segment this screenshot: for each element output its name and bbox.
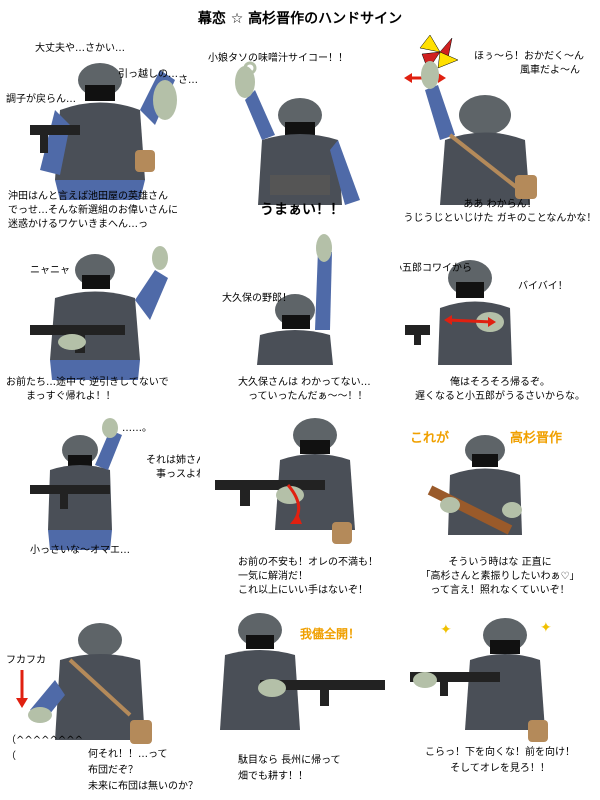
caption-line: 迷惑かけるワケいきまへん…っ [8,219,148,230]
caption-line: 俺はそろそろ帰るぞ。 [450,377,550,388]
soldier-figure [30,63,177,200]
speech-text: 大久保の野郎！ [222,293,292,304]
caption-line: 小っさいな～オマエ… [30,545,130,556]
panel-12: ✦ ✦ こらっ！下を向くな！前を向け！ そしてオレを見ろ！！ [400,600,600,800]
soldier-figure [257,234,333,365]
caption-line: そういう時はな 正直に [448,557,552,568]
soldier-figure [410,618,548,742]
speech-text: ほぅ～ら！おかだく～ん [474,51,584,62]
panel-9: これが 高杉晋作 そういう時はな 正直に 「高杉さんと素振りしたいわぁ♡」 って… [400,410,600,610]
caption-line: 畑でも耕す！！ [238,771,308,782]
highlight-text: これが [410,431,450,446]
soldier-figure [427,435,522,535]
speech-text: ……。 [122,423,152,434]
caption-line: 大久保さんは わかってない… [238,377,371,388]
panel-7: ……。 それは姉さんの 事っスよね？ 小っさいな～オマエ… [0,410,200,610]
caption-line: 一気に解消だ！ [238,571,308,582]
caption-line: 未来に布団は無いのか？ [88,781,198,792]
caption-line: まっすぐ帰れよ！！ [26,391,116,402]
caption-line: 布団だぞ？ [88,765,138,776]
caption-line: 遅くなると小五郎がうるさいからな。 [415,391,585,402]
panel-8: お前の不安も！オレの不満も！ 一気に解消だ！ これ以上にいい手はないぞ！ [200,410,400,610]
caption-line: お前の不安も！オレの不満も！ [238,557,378,568]
soldier-figure [16,623,152,744]
panel-10: フカフカ （^^^^^^^^ （ 何それ！！…って 布団だぞ？ 未来に布団は無い… [0,600,200,800]
speech-text: 風車だよ～ん [520,65,580,76]
panel-4: ニャニャ お前たち…途中で 逆引きしてないで まっすぐ帰れよ！！ [0,230,200,430]
speech-text: さ… [178,75,198,86]
speech-text: ニャニャ [30,265,70,276]
soldier-figure [404,34,537,205]
speech-text: 大丈夫や…さかい… [35,43,125,54]
caption-line: うじうじといじけた ガキのことなんかな！ [403,213,597,224]
speech-text: （^^^^^^^^ [6,735,84,746]
speech-text: 小娘タソの味噌汁サイコー！！ [208,53,348,64]
sparkle-icon: ✦ [540,620,552,636]
caption-line: 「高杉さんと素振りしたいわぁ♡」 [420,571,580,582]
soldier-figure [220,613,385,730]
caption-line: お前たち…途中で 逆引きしてないで [6,377,169,388]
highlight-text: 我儘全開！ [300,627,361,641]
panel-6: 小五郎コワイから バイバイ！ 俺はそろそろ帰るぞ。 遅くなると小五郎がうるさいか… [400,230,600,430]
caption-line: 沖田はんと言えば池田屋の英雄さん [8,191,168,202]
speech-text: 調子が戻らん… [6,94,76,105]
panel-1: 大丈夫や…さかい… 引っ越しの… さ… 調子が戻らん… 沖田はんと言えば池田屋の… [0,30,200,230]
speech-text: （ [6,751,16,762]
caption-line: ああ わからん！ [463,199,537,210]
soldier-figure [30,418,122,550]
caption-line: うまぁい！！ [260,202,344,218]
sparkle-icon: ✦ [440,622,452,638]
speech-text: フカフカ [6,655,46,666]
soldier-figure [30,246,168,380]
speech-text: バイバイ！ [518,281,568,292]
speech-text: 引っ越しの… [118,69,178,80]
soldier-figure [215,418,355,544]
soldier-figure [405,260,512,365]
caption-line: でっせ…そんな新選組のお偉いさんに [8,205,178,216]
speech-text: それは姉さんの [146,455,200,466]
panel-3: ほぅ～ら！おかだく～ん 風車だよ～ん ああ わからん！ うじうじといじけた ガキ… [400,30,600,230]
speech-text: 小五郎コワイから [400,263,472,274]
caption-line: こらっ！下を向くな！前を向け！ [425,747,575,758]
caption-line: これ以上にいい手はないぞ！ [238,585,368,596]
caption-line: 何それ！！…って [88,749,168,760]
page-title: 幕恋 ☆ 高杉晋作のハンドサイン [197,11,403,27]
panel-2: 小娘タソの味噌汁サイコー！！ うまぁい！！ [200,30,400,230]
panel-11: 我儘全開！ 駄目なら 長州に帰って 畑でも耕す！！ [200,600,400,800]
panel-5: 大久保の野郎！ 大久保さんは わかってない… っていったんだぁ～～！！ [200,230,400,430]
caption-line: っていったんだぁ～～！！ [248,391,368,402]
caption-line: そしてオレを見ろ！！ [450,763,550,774]
caption-line: って言え！照れなくていいぞ！ [430,585,570,596]
caption-line: 駄目なら 長州に帰って [238,755,341,766]
soldier-figure [235,61,360,205]
speech-text: 事っスよね？ [156,469,200,480]
highlight-text: 高杉晋作 [510,431,563,446]
